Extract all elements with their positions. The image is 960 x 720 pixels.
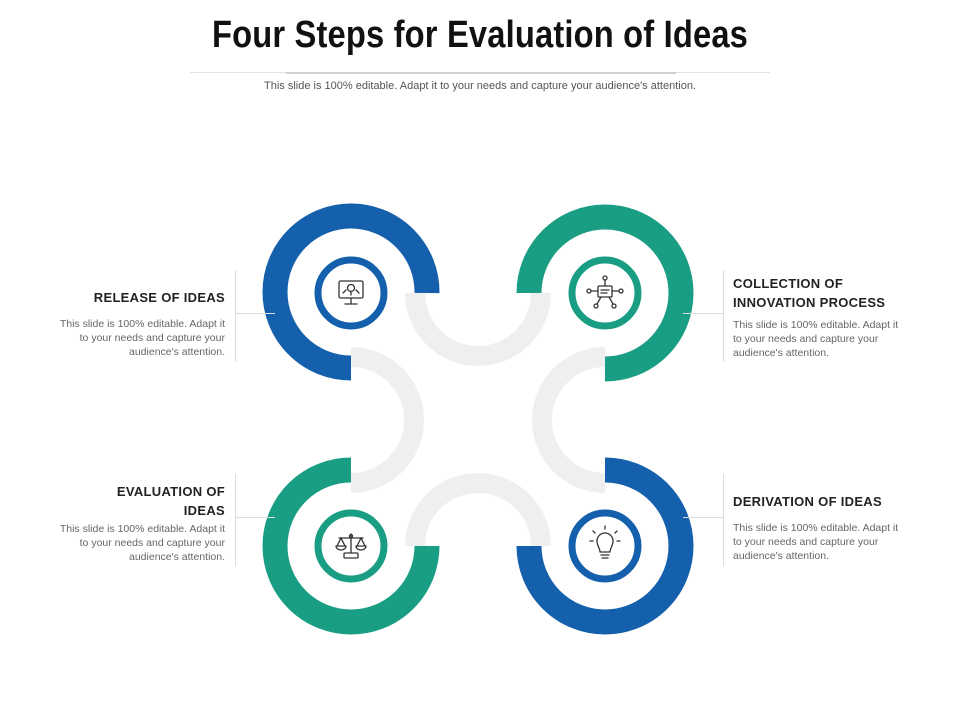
step-2-description: This slide is 100% editable. Adapt it to… [733, 319, 899, 359]
lightbulb-icon [589, 525, 621, 559]
step-2-divider-h [683, 313, 723, 314]
step-4-divider-h [683, 517, 723, 518]
step-1-divider-h [235, 313, 275, 314]
page-title: Four Steps for Evaluation of Ideas [211, 14, 749, 56]
monitor-idea-icon [338, 280, 364, 305]
step-3-divider-h [235, 517, 275, 518]
step-4-node [516, 457, 694, 635]
step-2-ring-arc [516, 204, 694, 382]
connector-top [405, 292, 551, 366]
step-1-ring-arc [262, 203, 440, 381]
step-3-ring-arc [262, 457, 440, 635]
page-subtitle: This slide is 100% editable. Adapt it to… [264, 80, 696, 92]
step-1-heading: RELEASE OF IDEAS [93, 290, 225, 305]
step-4-ring-arc [516, 457, 694, 635]
balance-scale-icon [335, 533, 367, 559]
step-1-text: RELEASE OF IDEAS This slide is 100% edit… [50, 288, 225, 359]
connector-right [532, 347, 606, 493]
step-1-description: This slide is 100% editable. Adapt it to… [59, 318, 225, 358]
step-3-text: EVALUATION OF IDEAS This slide is 100% e… [50, 482, 225, 564]
step-3-node [262, 457, 440, 635]
step-4-heading: DERIVATION OF IDEAS [733, 494, 882, 509]
step-3-divider-v [235, 474, 236, 566]
step-4-description: This slide is 100% editable. Adapt it to… [733, 522, 899, 562]
step-4-divider-v [723, 474, 724, 566]
step-3-heading: EVALUATION OF IDEAS [116, 484, 225, 518]
step-3-description: This slide is 100% editable. Adapt it to… [59, 523, 225, 563]
step-1-node [262, 203, 440, 381]
title-divider-accent [286, 72, 676, 74]
connector-track [350, 292, 606, 547]
step-4-text: DERIVATION OF IDEAS This slide is 100% e… [733, 492, 908, 563]
step-2-node [516, 204, 694, 382]
connector-left [350, 347, 424, 493]
network-chip-icon [586, 275, 624, 309]
step-2-text: COLLECTION OF INNOVATION PROCESS This sl… [733, 274, 908, 360]
step-1-divider-v [235, 270, 236, 362]
step-2-divider-v [723, 270, 724, 362]
step-2-heading: COLLECTION OF INNOVATION PROCESS [733, 276, 886, 310]
connector-bottom [405, 473, 551, 547]
step-4-icon-circle [568, 509, 642, 583]
